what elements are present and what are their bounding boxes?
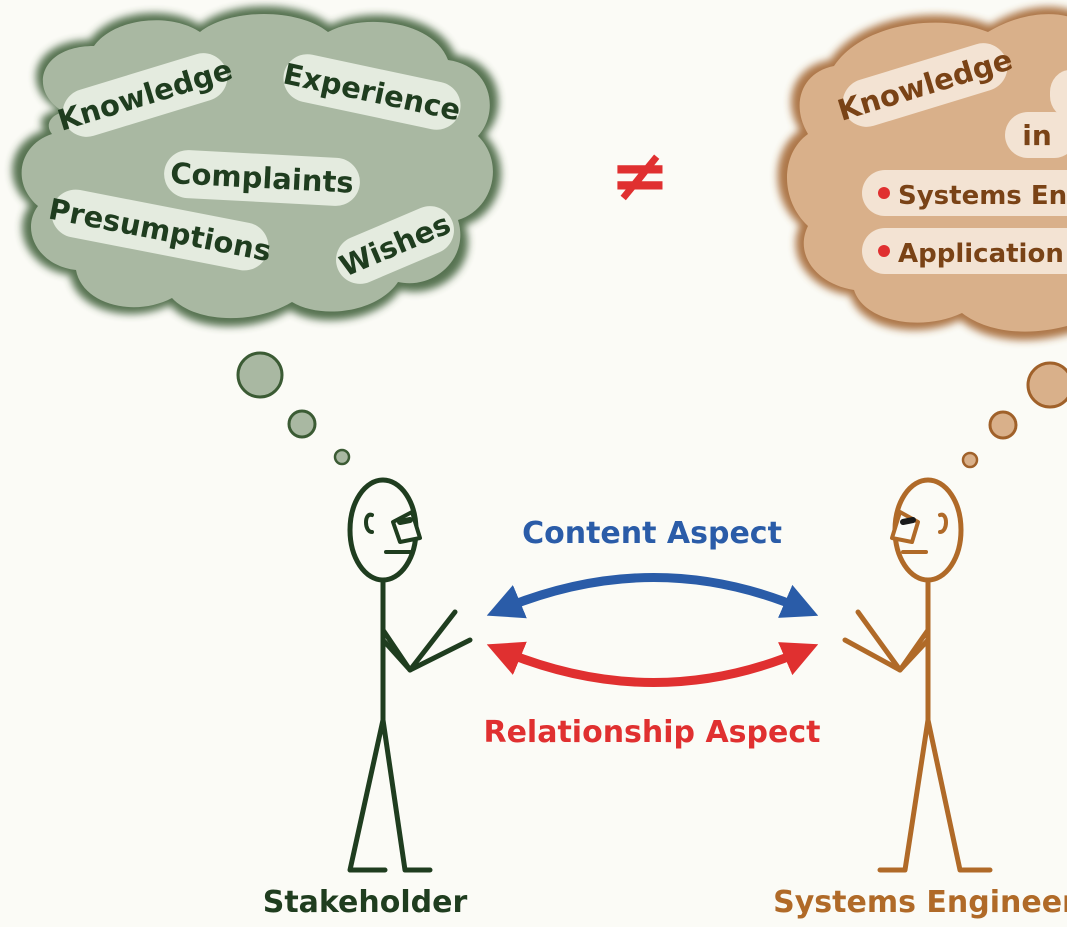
engineer-bullet-1: Systems En (862, 170, 1067, 216)
svg-text:in: in (1022, 119, 1052, 152)
svg-text:Systems En: Systems En (898, 181, 1067, 211)
thought-bubbles (236, 351, 351, 466)
relationship-aspect-label: Relationship Aspect (483, 715, 820, 750)
engineer-figure (842, 477, 993, 873)
engineer-leg-left (877, 717, 931, 873)
svg-text:Application: Application (898, 239, 1064, 269)
stakeholder-figure (347, 477, 473, 873)
engineer-thought-cloud: Knowledge in Systems En Application (777, 6, 1067, 469)
content-aspect-arrow (486, 573, 819, 619)
content-aspect-label: Content Aspect (522, 516, 782, 551)
relationship-aspect-arrow (486, 641, 819, 687)
not-equal-symbol: ≠ (610, 133, 670, 217)
stakeholder-arm-front (380, 609, 458, 673)
stakeholder-leg-right (380, 717, 433, 873)
stakeholder-label: Stakeholder (263, 885, 468, 920)
stakeholder-thought-cloud: Knowledge Experience Complaints Presumpt… (12, 6, 502, 466)
bullet-dot-icon (878, 187, 890, 199)
stakeholder-leg-left (347, 717, 388, 873)
engineer-leg-right (925, 717, 993, 873)
thought-word-complaints: Complaints (164, 150, 360, 206)
bullet-dot-icon (878, 245, 890, 257)
engineer-label: Systems Engineer (773, 885, 1067, 920)
engineer-word-clipped (1050, 70, 1067, 118)
engineer-bullet-2: Application (862, 228, 1067, 274)
engineer-word-in: in (1005, 112, 1067, 158)
engineer-thought-bubbles (961, 361, 1067, 469)
engineer-arm-front (855, 609, 931, 673)
